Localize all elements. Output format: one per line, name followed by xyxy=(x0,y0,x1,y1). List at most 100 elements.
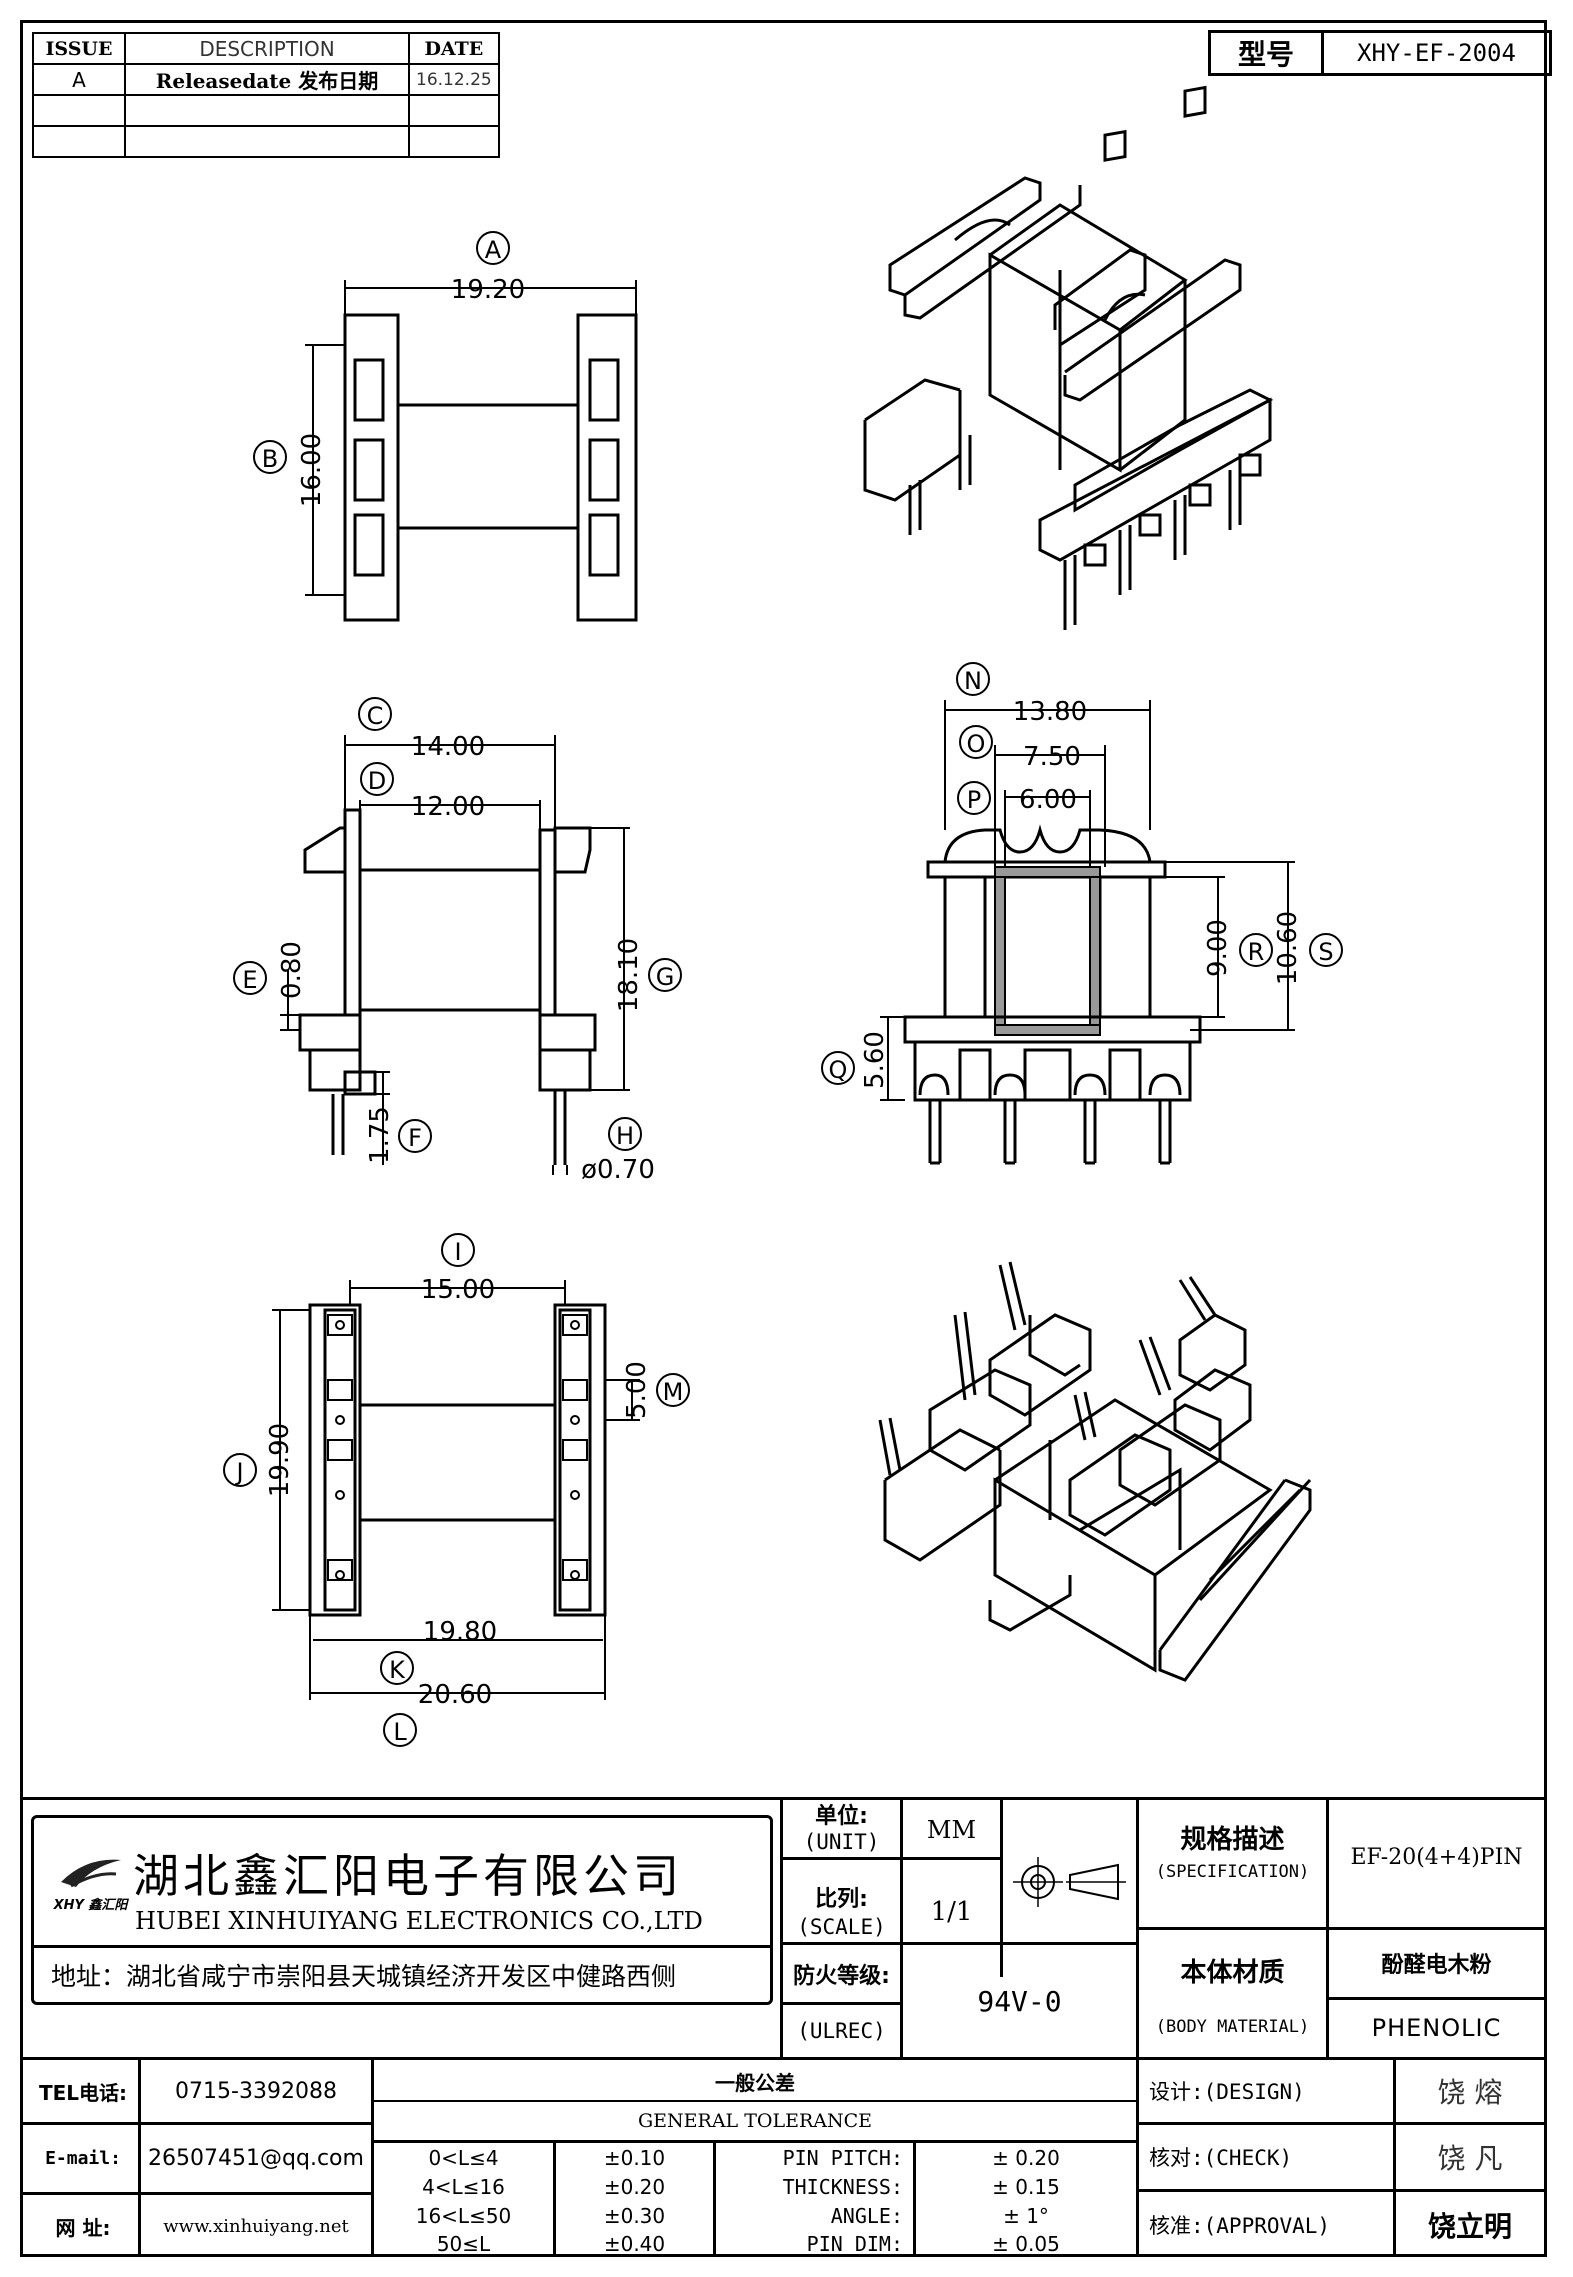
dim-G-value: 18.10 xyxy=(614,938,644,1012)
ul-value: 94V-0 xyxy=(977,1984,1062,2018)
unit-label-en: (UNIT) xyxy=(803,1830,880,1854)
tolerance-value: ±0.40 xyxy=(603,2231,666,2256)
dim-Q-balloon xyxy=(821,1051,855,1085)
dim-F-balloon xyxy=(398,1119,432,1153)
tb-line xyxy=(1139,2122,1544,2125)
dim-K-value: 19.80 xyxy=(423,1617,497,1647)
scale-label-cn: 比列: xyxy=(815,1887,868,1912)
tb-line xyxy=(1136,1927,1544,1930)
tolerance-title-en: GENERAL TOLERANCE xyxy=(637,2110,873,2132)
tb-line xyxy=(1326,1997,1544,2000)
company-name-en: HUBEI XINHUIYANG ELECTRONICS CO.,LTD xyxy=(135,1907,703,1935)
dim-P-balloon xyxy=(957,781,991,815)
dim-M-value: 5.00 xyxy=(622,1361,652,1419)
tb-line xyxy=(913,2140,916,2257)
tb-line xyxy=(780,1797,783,2057)
isometric-view-top xyxy=(863,85,1274,630)
dim-N-value: 13.80 xyxy=(1013,697,1087,727)
unit-label-cn: 单位: xyxy=(815,1804,868,1829)
tb-line xyxy=(780,2002,900,2005)
material-value-en: PHENOLIC xyxy=(1371,2014,1502,2042)
dim-J-balloon xyxy=(223,1453,257,1487)
dim-I-value: 15.00 xyxy=(421,1275,495,1305)
dim-B-tag: B xyxy=(262,445,278,473)
dim-A-balloon xyxy=(476,231,510,265)
tb-line xyxy=(780,1942,1136,1945)
rev-header-issue: ISSUE xyxy=(32,32,126,65)
dim-J-tag: J xyxy=(234,1458,243,1486)
tolerance-item: PIN PITCH: xyxy=(782,2145,903,2170)
tolerance-item-value: ± 0.05 xyxy=(992,2231,1060,2256)
tolerance-item: PIN DIM: xyxy=(806,2231,903,2256)
dim-C-tag: C xyxy=(367,702,384,730)
third-angle-projection-icon xyxy=(1013,1857,1126,1907)
dim-I-balloon xyxy=(441,1233,475,1267)
tolerance-range: 0<L≤4 xyxy=(428,2145,499,2170)
dim-O-balloon xyxy=(959,725,993,759)
logo-text: XHY xyxy=(53,1898,84,1913)
dim-D-balloon xyxy=(360,762,394,796)
dim-B-balloon xyxy=(253,440,287,474)
check-name: 饶 凡 xyxy=(1437,2142,1503,2175)
logo-swoosh-icon xyxy=(60,1859,121,1888)
title-block: XHY 鑫汇阳 湖北鑫汇阳电子有限公司 HUBEI XINHUIYANG ELE… xyxy=(23,1797,1544,2257)
rev-description: Releasedate 发布日期 xyxy=(124,63,410,96)
drawing-frame xyxy=(20,20,1547,2257)
material-label-cn: 本体材质 xyxy=(1180,1957,1285,1988)
tolerance-item-value: ± 0.15 xyxy=(992,2174,1060,2199)
dim-R-tag: R xyxy=(1248,938,1265,966)
tolerance-value: ±0.10 xyxy=(603,2145,666,2170)
dim-L-value: 20.60 xyxy=(418,1680,492,1710)
rev-header-description: DESCRIPTION xyxy=(124,32,410,65)
rev-empty-cell xyxy=(124,94,410,127)
dim-P-tag: P xyxy=(967,786,981,814)
dim-S-tag: S xyxy=(1318,938,1333,966)
company-logo: XHY 鑫汇阳 xyxy=(43,1845,138,1920)
tel-label: TEL电话: xyxy=(38,2080,128,2105)
tb-line xyxy=(23,2192,371,2195)
dim-L-tag: L xyxy=(393,1718,407,1746)
tb-line xyxy=(371,2060,374,2257)
spec-label-en: (SPECIFICATION) xyxy=(1155,1862,1310,1882)
tolerance-title-cn: 一般公差 xyxy=(715,2070,795,2095)
dim-B-value: 16.00 xyxy=(297,433,327,507)
unit-value: MM xyxy=(926,1815,977,1844)
ul-label-en: (ULREC) xyxy=(797,2019,886,2043)
tb-line xyxy=(1136,1797,1139,2257)
rev-empty-cell xyxy=(32,125,126,158)
front-view: 13.80 N 7.50 O 6.00 P 9.00 R 10.60 S 5.6… xyxy=(821,662,1343,1165)
side-view: 14.00 C 12.00 D 0.80 E 1.75 F 18.10 G ø0… xyxy=(233,697,682,1185)
tolerance-range: 16<L≤50 xyxy=(415,2203,512,2228)
tb-line xyxy=(713,2140,716,2257)
approval-label: 核准:(APPROVAL) xyxy=(1149,2213,1331,2238)
dim-H-tag: H xyxy=(616,1122,634,1150)
spec-value: EF-20(4+4)PIN xyxy=(1350,1844,1523,1870)
spec-label-cn: 规格描述 xyxy=(1180,1824,1285,1855)
approval-name: 饶立明 xyxy=(1427,2209,1512,2243)
dim-H-value: ø0.70 xyxy=(581,1155,655,1185)
rev-empty-cell xyxy=(32,94,126,127)
tb-line xyxy=(371,2140,1136,2143)
tb-top-border xyxy=(23,1797,1544,1800)
rev-issue: A xyxy=(32,63,126,96)
scale-label-en: (SCALE) xyxy=(797,1915,886,1939)
email-value: 26507451@qq.com xyxy=(148,2146,364,2171)
dim-H-balloon xyxy=(608,1117,642,1151)
rev-header-date: DATE xyxy=(408,32,500,65)
dim-F-value: 1.75 xyxy=(365,1106,395,1164)
dim-O-value: 7.50 xyxy=(1023,742,1081,772)
company-box xyxy=(31,1815,773,2005)
tolerance-item-value: ± 1° xyxy=(1003,2203,1049,2228)
logo-sub: 鑫汇阳 xyxy=(88,1898,128,1913)
tel-value: 0715-3392088 xyxy=(175,2078,337,2104)
tolerance-item: ANGLE: xyxy=(830,2203,903,2228)
check-label: 核对:(CHECK) xyxy=(1149,2146,1293,2170)
web-value: www.xinhuiyang.net xyxy=(163,2215,349,2237)
web-label: 网 址: xyxy=(55,2215,111,2240)
ul-label-cn: 防火等级: xyxy=(793,1963,890,1989)
dim-Q-tag: Q xyxy=(829,1056,848,1084)
dim-M-tag: M xyxy=(663,1378,684,1406)
dim-C-value: 14.00 xyxy=(411,732,485,762)
tolerance-range: 4<L≤16 xyxy=(422,2174,505,2199)
model-box: 型号 XHY-EF-2004 xyxy=(1208,30,1552,76)
